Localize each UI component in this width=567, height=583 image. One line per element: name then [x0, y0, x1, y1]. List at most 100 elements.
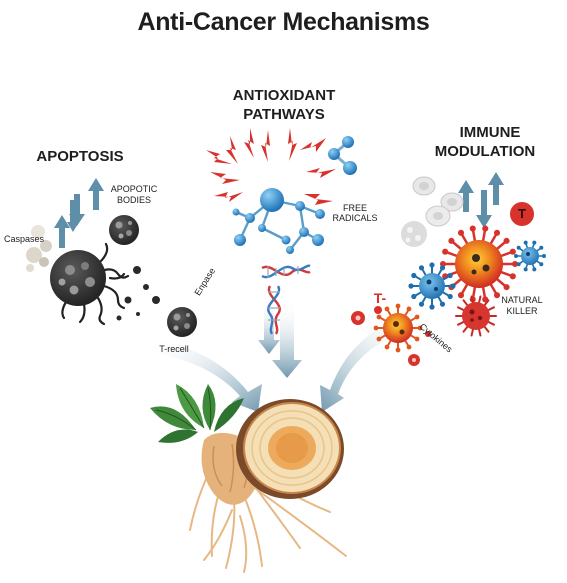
cell-spike	[486, 320, 496, 326]
cell-spike	[483, 325, 490, 333]
cell-spike-tip	[516, 245, 521, 250]
cell-spike	[477, 295, 482, 305]
t-recell-icon	[167, 307, 197, 337]
cell-spike-tip	[509, 273, 516, 280]
cell-spike-tip	[516, 262, 521, 267]
cell-spike-tip	[450, 283, 456, 289]
cell-spike-tip	[532, 267, 537, 272]
label-killer-line-2: KILLER	[506, 306, 538, 316]
label-radicals-line-2: RADICALS	[332, 213, 378, 223]
cell-spike-tip	[439, 260, 447, 268]
cell-spike-tip	[417, 325, 423, 331]
apoptotic-debris	[116, 266, 160, 321]
root-cross-section-icon	[236, 399, 344, 499]
cell-spike-tip	[414, 314, 420, 320]
page-title: Anti-Cancer Mechanisms	[137, 8, 430, 36]
apoptosis-heading: APOPTOSIS	[36, 148, 124, 165]
cell-spike	[486, 306, 496, 312]
cell-spike	[456, 320, 466, 326]
dying-cell-icon	[50, 242, 130, 326]
cell-spike-tip	[513, 254, 518, 259]
apoptotic-body-icon	[109, 215, 139, 245]
natural-killer-small-icon	[455, 295, 497, 337]
cell-spike-tip	[418, 265, 425, 271]
cell-spike-tip	[511, 260, 519, 268]
cell-spike-tip	[482, 225, 489, 232]
cell-spike-tip	[439, 265, 446, 271]
cell-spike	[462, 325, 469, 333]
cell-spike-tip	[447, 293, 453, 300]
apoptosis-updown-arrows	[54, 178, 104, 248]
flow-arrow-center	[258, 300, 302, 378]
free-radical-molecule-icon	[328, 136, 357, 175]
dna-helix-vertical-icon	[267, 285, 281, 335]
cell-spike-tip	[395, 347, 401, 353]
cell-spike	[462, 299, 469, 307]
cell-spike	[470, 295, 475, 305]
cell-spike-tip	[384, 306, 390, 312]
cell-spike-tip	[509, 248, 516, 255]
label-t-minus: T-	[373, 290, 387, 306]
cell-spike-tip	[406, 306, 412, 312]
cell-spike-tip	[376, 336, 382, 342]
antioxidant-heading-line-1: ANTIOXIDANT	[232, 87, 336, 104]
cell-spike-tip	[411, 272, 417, 279]
antioxidant-heading-line-2: PATHWAYS	[243, 106, 325, 123]
cell-spike-tip	[411, 293, 417, 300]
cell-spike-tip	[539, 262, 544, 267]
cytokine-cell-icon	[373, 303, 423, 353]
cell-spike-tip	[418, 301, 425, 307]
cell-spike-tip	[376, 314, 382, 320]
flow-arrow-left	[150, 338, 262, 412]
cell-spike-tip	[439, 301, 446, 307]
cell-spike-tip	[523, 240, 528, 245]
cell-spike-tip	[442, 248, 449, 255]
cell-spike-tip	[373, 325, 379, 331]
cell-spike-tip	[457, 229, 465, 236]
cell-spike-tip	[539, 245, 544, 250]
label-t-recell: T-recell	[159, 344, 189, 354]
cell-spike-tip	[414, 336, 420, 342]
cell-spike-tip	[384, 344, 390, 350]
label-apopotic-line-1: APOPOTIC	[110, 184, 158, 194]
cell-spike-tip	[493, 229, 501, 236]
label-t-badge: T	[518, 206, 526, 221]
ginseng-leaves-icon	[150, 384, 244, 443]
caspase-blobs	[26, 225, 52, 272]
cell-spike	[470, 327, 475, 337]
antioxidant-molecule-icon	[232, 188, 325, 254]
immune-updown-arrows	[458, 172, 504, 228]
cell-spike-tip	[482, 296, 489, 303]
cell-spike-tip	[503, 237, 510, 244]
dna-helix-icon	[261, 264, 311, 279]
label-bodies-line-2: BODIES	[116, 195, 151, 205]
natural-killer-cell-icon	[439, 225, 519, 303]
immune-cell-blue-icon	[408, 262, 456, 310]
cell-spike-tip	[541, 254, 546, 259]
lightning-bolts	[206, 128, 336, 205]
immune-heading-line-2: MODULATION	[434, 143, 536, 160]
cell-spike-tip	[447, 272, 453, 279]
cell-spike-tip	[429, 304, 435, 310]
cytokine-dots	[351, 306, 431, 366]
cell-spike-tip	[395, 303, 401, 309]
cell-spike-tip	[493, 292, 501, 299]
label-natural-line-1: NATURAL	[501, 295, 543, 305]
cell-spike-tip	[457, 292, 465, 299]
cell-spike-tip	[406, 344, 412, 350]
immune-cell-blue-small-icon	[513, 240, 546, 272]
label-caspases: Caspases	[4, 234, 45, 244]
cell-spike-tip	[469, 225, 476, 232]
label-free-line-1: FREE	[342, 203, 367, 213]
cell-spike-tip	[532, 240, 537, 245]
cell-spike-tip	[523, 267, 528, 272]
cell-spike	[456, 306, 466, 312]
white-blood-cells	[401, 176, 464, 247]
cell-spike-tip	[429, 262, 435, 268]
cell-spike-tip	[503, 284, 510, 291]
cell-spike	[483, 299, 490, 307]
immune-heading-line-1: IMMUNE	[459, 124, 521, 141]
cell-spike-tip	[448, 237, 455, 244]
